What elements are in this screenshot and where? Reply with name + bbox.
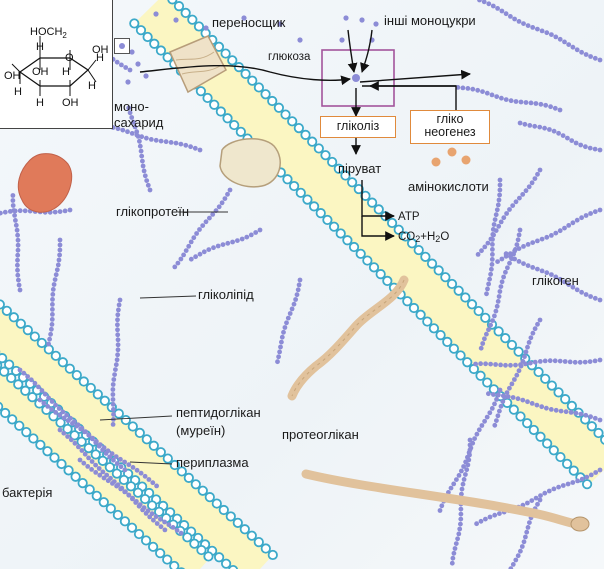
ring-oh-2: OH: [4, 70, 21, 82]
ring-oh-1: OH: [92, 44, 109, 56]
glucose-label: глюкоза: [268, 51, 311, 63]
monosaccharide-label-line1: моно-: [114, 99, 149, 114]
peptidoglycan-chain: [37, 397, 160, 489]
glucose-ring-icon: [11, 36, 97, 96]
amino-acids-label: амінокислоти: [408, 179, 489, 194]
peptidoglycan-chain: [77, 457, 184, 536]
bacterium-label: бактерія: [2, 485, 53, 500]
glycocalyx-chain: [172, 187, 233, 270]
glycolipid-label: гліколіпід: [198, 287, 254, 302]
monosaccharide-symbol-icon: [114, 38, 130, 54]
glucose-box: [321, 49, 395, 107]
glycoprotein-label: глікопротеїн: [116, 204, 190, 219]
atp-label: ATP: [398, 211, 420, 223]
monosaccharide-label-line2: сахарид: [114, 115, 164, 130]
glycogen-chain: [484, 177, 503, 297]
peptidoglycan-label-line2: (муреїн): [176, 423, 226, 438]
ring-h-5: H: [36, 97, 44, 109]
ring-h-4: H: [14, 86, 22, 98]
gluconeogenesis-label-line2: неогенез: [424, 125, 476, 139]
glycogen-chain: [478, 227, 523, 351]
ch2oh-label: HOCH2: [30, 26, 67, 40]
leader-lines: [99, 211, 228, 465]
glycolysis-box: гліколіз: [320, 116, 396, 138]
glycogen-label: глікоген: [532, 273, 579, 288]
ring-oxygen: O: [65, 52, 74, 64]
pyruvate-label: піруват: [338, 161, 382, 176]
membrane-protein: [219, 138, 281, 188]
pathway-arrows: [139, 29, 471, 241]
proteoglycan-label: протеоглікан: [282, 427, 359, 442]
ring-h-6: H: [88, 80, 96, 92]
glycocalyx-chain: [46, 237, 63, 347]
glycogen-chain: [455, 85, 563, 113]
glucose-structure-box: HOCH2 O H H OH OH OH H H H OH H: [0, 0, 113, 129]
glycoprotein-blob: [17, 153, 73, 213]
glycogen-chain: [473, 357, 603, 368]
periplasm-label: периплазма: [176, 455, 249, 470]
glycogen-chain: [477, 0, 603, 63]
glycocalyx-chain: [110, 297, 123, 427]
amino-acid-dots: [431, 147, 471, 167]
ring-h-2: H: [96, 52, 104, 64]
peptidoglycan-label-line1: пептидоглікан: [176, 405, 261, 420]
glycocalyx-chain: [10, 193, 23, 293]
transporter-label: переносщик: [212, 15, 286, 30]
glycogen-chain: [486, 391, 603, 423]
co2-h2o-label: CO2+H2O: [398, 231, 450, 244]
glycogen-chain: [503, 251, 603, 303]
proteoglycan-rod-lower: [301, 469, 581, 529]
proteoglycan-rod-upper: [287, 275, 409, 401]
ring-h-1: H: [36, 41, 44, 53]
glycocalyx-chain: [188, 227, 263, 262]
ring-oh-4: OH: [62, 97, 79, 109]
peptidoglycan-chain: [57, 427, 168, 533]
gluconeogenesis-label-line1: гліко: [436, 112, 464, 126]
transporter-protein: [169, 35, 228, 94]
glycogen-chain: [508, 497, 543, 569]
glycogen-chain: [492, 317, 543, 428]
ring-h-3: H: [62, 66, 70, 78]
glycogen-chain: [517, 120, 603, 153]
ring-oh-3: OH: [32, 66, 49, 78]
other-monosaccharides-label: інші моноцукри: [384, 13, 476, 28]
glycocalyx-chain: [275, 277, 303, 365]
